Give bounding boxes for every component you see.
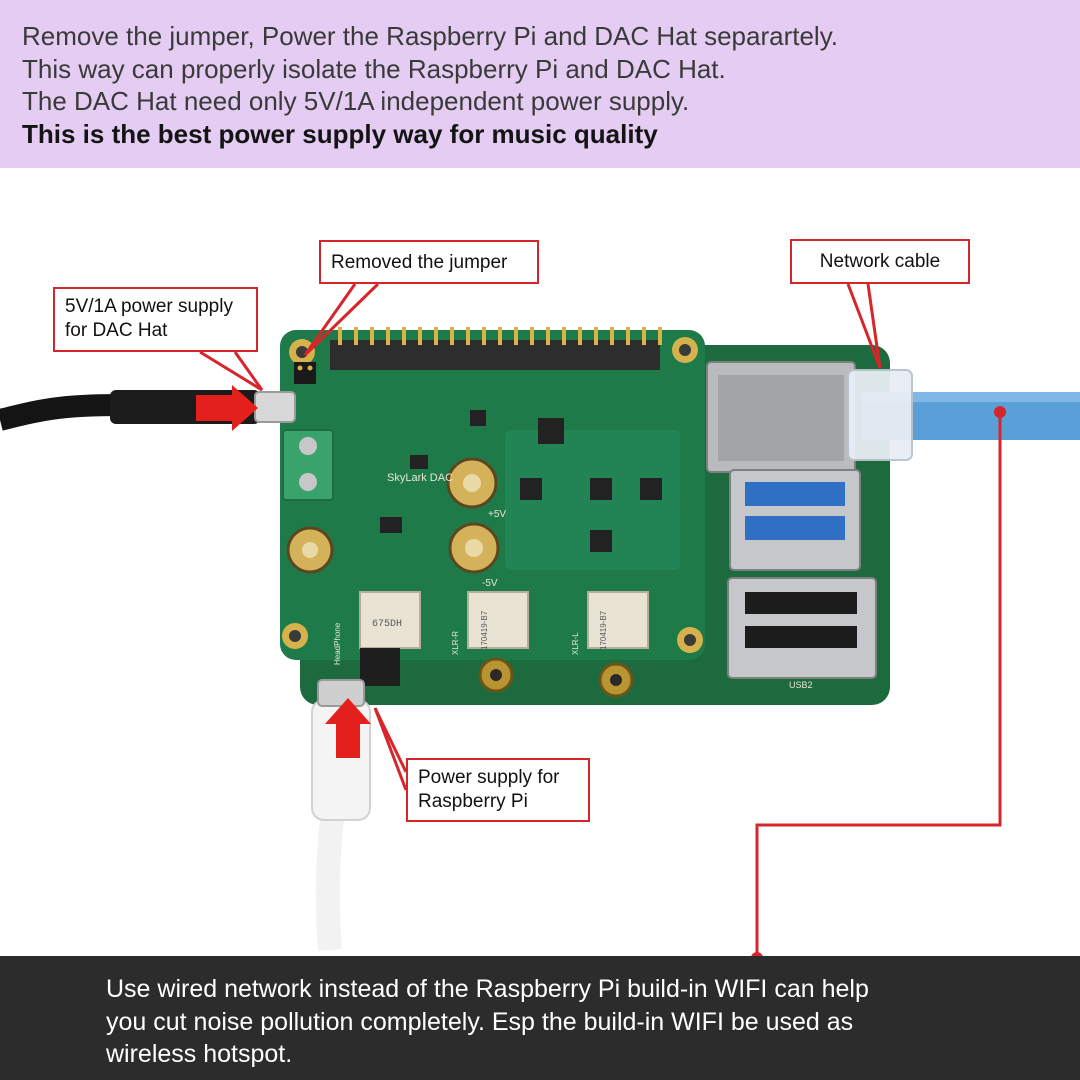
jumper-header: [294, 362, 316, 384]
rj45-plug: [847, 369, 913, 461]
mounting-holes: [282, 337, 703, 653]
callout-dac-line-1: 5V/1A power supply: [65, 296, 233, 317]
usb-c-plug: [254, 391, 296, 423]
gpio-header: [330, 327, 662, 370]
terminal-block: [282, 429, 334, 501]
arrow-right-icon: [196, 385, 258, 431]
callout-network-cable: Network cable: [790, 239, 970, 284]
header-line-3: The DAC Hat need only 5V/1A independent …: [22, 86, 690, 116]
relay-3: [587, 591, 649, 649]
relay-chip-code: 675DH: [372, 619, 402, 630]
header-line-2: This way can properly isolate the Raspbe…: [22, 53, 726, 84]
relay-code-1: 170419-B7: [480, 610, 489, 650]
plus-5v-label: +5V: [488, 509, 506, 520]
capacitors: [286, 457, 500, 574]
callout-removed-jumper: Removed the jumper: [319, 240, 539, 284]
xlr-r-label: XLR-R: [451, 631, 460, 655]
callout-pi-line-1: Power supply for: [418, 767, 560, 788]
callout-jumper-text: Removed the jumper: [331, 252, 508, 273]
callout-leaders: [199, 282, 1002, 958]
header-line-4: This is the best power supply way for mu…: [22, 118, 658, 149]
footer-band: [0, 956, 1080, 1080]
header-band: [0, 0, 1080, 168]
relay-1: [359, 591, 421, 649]
relay-2: [467, 591, 529, 649]
header-text: Remove the jumper, Power the Raspberry P…: [22, 20, 1062, 150]
footer-line-3: wireless hotspot.: [106, 1040, 293, 1068]
footer-line-1: Use wired network instead of the Raspber…: [106, 975, 869, 1003]
usb2-label: USB2: [789, 680, 813, 690]
callout-pi-line-2: Raspberry Pi: [418, 791, 528, 812]
callout-pi-power: Power supply for Raspberry Pi: [406, 758, 590, 822]
chips: [380, 410, 662, 552]
headphone-label: HeadPhone: [333, 622, 342, 665]
arrow-up-icon: [325, 698, 371, 758]
pi-power-cable: [315, 798, 347, 951]
minus-5v-label: -5V: [482, 578, 498, 589]
footer-text: Use wired network instead of the Raspber…: [106, 973, 1056, 1071]
callout-dac-line-2: for DAC Hat: [65, 320, 168, 341]
callout-network-text: Network cable: [819, 251, 941, 272]
header-line-1: Remove the jumper, Power the Raspberry P…: [22, 21, 838, 51]
footer-line-2: you cut noise pollution completely. Esp …: [106, 1007, 854, 1036]
relay-code-2: 170419-B7: [599, 610, 608, 650]
board-brand-label: SkyLark DAC: [387, 472, 453, 484]
headphone-jack: [360, 648, 400, 686]
xlr-l-label: XLR-L: [571, 632, 580, 655]
callout-dac-power: 5V/1A power supply for DAC Hat: [53, 287, 258, 352]
dac-power-cable: [0, 394, 121, 431]
